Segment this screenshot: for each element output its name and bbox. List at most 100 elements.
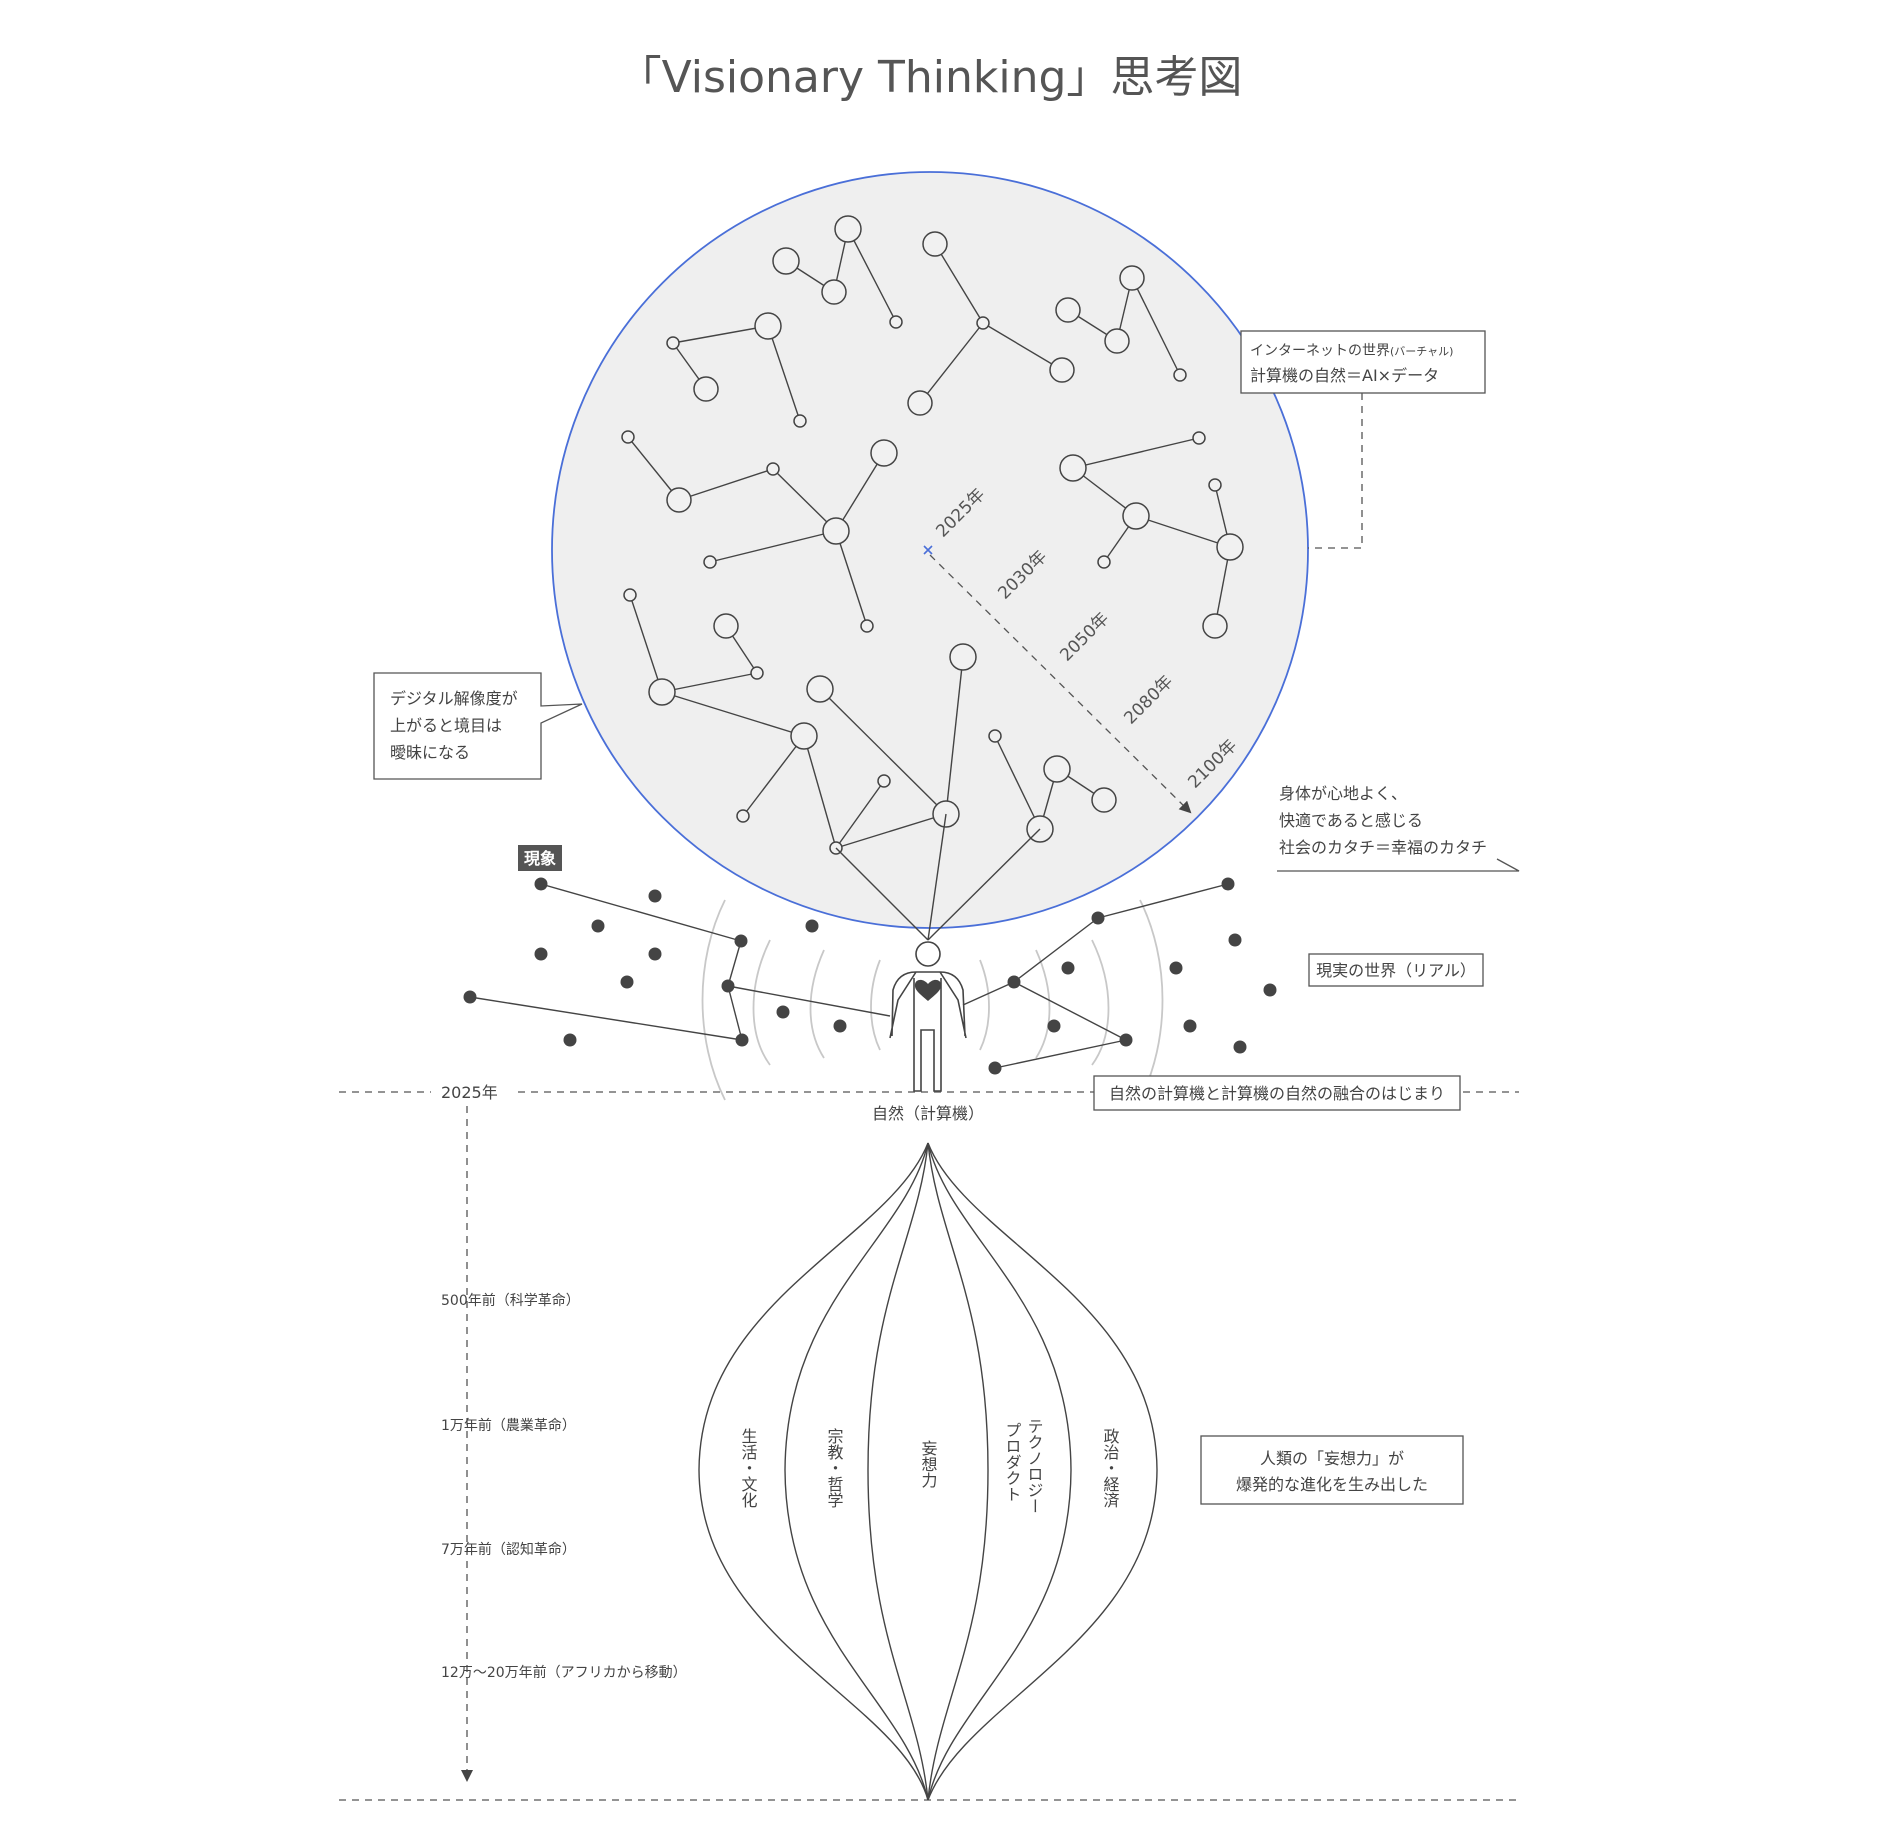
svg-text:上がると境目は: 上がると境目は bbox=[390, 716, 502, 735]
network-edge bbox=[945, 656, 964, 815]
real-world-edge bbox=[727, 940, 742, 987]
network-root-edge bbox=[927, 828, 1041, 941]
svg-text:人類の「妄想力」が: 人類の「妄想力」が bbox=[1260, 1449, 1404, 1468]
network-node bbox=[1043, 755, 1071, 783]
virtual-world-circle bbox=[551, 171, 1309, 929]
network-edge bbox=[1135, 515, 1231, 548]
history-axis: 500年前（科学革命） 1万年前（農業革命） 7万年前（認知革命） 12万〜20… bbox=[339, 1106, 1519, 1801]
svg-text:現実の世界（リアル）: 現実の世界（リアル） bbox=[1316, 961, 1476, 980]
phenomenon-dot bbox=[591, 919, 605, 933]
phenomenon-dot bbox=[1007, 975, 1021, 989]
phenomenon-dot bbox=[534, 947, 548, 961]
network-node bbox=[1055, 297, 1081, 323]
phenomenon-dot bbox=[1169, 961, 1183, 975]
network-node bbox=[790, 722, 818, 750]
network-edge bbox=[1072, 437, 1200, 469]
network-node bbox=[907, 390, 933, 416]
network-edge bbox=[919, 322, 984, 404]
network-edge bbox=[772, 468, 837, 532]
network-edge bbox=[835, 452, 885, 532]
svg-text:計算機の自然＝AI×データ: 計算機の自然＝AI×データ bbox=[1250, 366, 1439, 385]
network-node bbox=[766, 462, 780, 476]
network-node bbox=[793, 414, 807, 428]
network-node bbox=[621, 430, 635, 444]
network-edge bbox=[835, 813, 947, 849]
real-world-edge bbox=[469, 996, 743, 1041]
network-node bbox=[1119, 265, 1145, 291]
network-edge bbox=[847, 228, 897, 323]
network-node bbox=[713, 613, 739, 639]
network-node bbox=[860, 619, 874, 633]
network-node bbox=[1122, 502, 1150, 530]
network-node bbox=[1173, 368, 1187, 382]
network-node bbox=[821, 279, 847, 305]
imagination-box: 人類の「妄想力」が 爆発的な進化を生み出した bbox=[1200, 1435, 1464, 1505]
nature-label: 自然（計算機） bbox=[872, 1104, 984, 1123]
svg-text:社会のカタチ＝幸福のカタチ: 社会のカタチ＝幸福のカタチ bbox=[1279, 838, 1487, 857]
svg-text:1万年前（農業革命）: 1万年前（農業革命） bbox=[441, 1417, 576, 1434]
page-title: 「Visionary Thinking」思考図 bbox=[618, 52, 1243, 103]
phenomenon-dot bbox=[534, 877, 548, 891]
digital-resolution-box: デジタル解像度が 上がると境目は 曖昧になる bbox=[373, 672, 583, 780]
svg-text:曖昧になる: 曖昧になる bbox=[390, 743, 470, 762]
network-node bbox=[922, 231, 948, 257]
network-root-edge bbox=[927, 813, 947, 941]
network-node bbox=[1049, 357, 1075, 383]
real-world-edge bbox=[1097, 883, 1229, 919]
phenomenon-dot bbox=[776, 1005, 790, 1019]
network-root-edge bbox=[835, 847, 929, 941]
network-node bbox=[623, 588, 637, 602]
network-node bbox=[666, 487, 692, 513]
network-node bbox=[822, 517, 850, 545]
network-edge bbox=[835, 780, 885, 849]
signal-wave bbox=[1091, 939, 1110, 1066]
network-node bbox=[772, 247, 800, 275]
network-edge bbox=[934, 243, 984, 324]
network-node bbox=[703, 555, 717, 569]
signal-wave bbox=[1035, 949, 1051, 1059]
real-world-edge bbox=[962, 981, 1015, 1006]
network-node bbox=[889, 315, 903, 329]
svg-text:快適であると感じる: 快適であると感じる bbox=[1279, 811, 1423, 830]
network-edge bbox=[767, 325, 801, 422]
network-node bbox=[806, 675, 834, 703]
phenomenon-dot bbox=[721, 979, 735, 993]
signal-wave bbox=[979, 959, 990, 1051]
network-node bbox=[1091, 787, 1117, 813]
network-node bbox=[1216, 533, 1244, 561]
imagination-petals bbox=[698, 1142, 1158, 1801]
network-node bbox=[1059, 454, 1087, 482]
network-node bbox=[1104, 328, 1130, 354]
phenomenon-dot bbox=[463, 990, 477, 1004]
signal-wave bbox=[870, 959, 881, 1051]
phenomenon-dot bbox=[1061, 961, 1075, 975]
phenomenon-dot bbox=[988, 1061, 1002, 1075]
present-line: 2025年 bbox=[339, 1083, 1519, 1102]
heart-icon bbox=[914, 979, 942, 1001]
phenomenon-dot bbox=[1233, 1040, 1247, 1054]
network-edge bbox=[982, 322, 1063, 371]
network-edge bbox=[742, 735, 805, 817]
phenomenon-dot bbox=[1263, 983, 1277, 997]
human-figure bbox=[889, 941, 967, 1092]
real-world-edge bbox=[1013, 917, 1099, 983]
network-edge bbox=[819, 688, 947, 815]
phenomenon-dot bbox=[648, 947, 662, 961]
real-world-edge bbox=[540, 883, 742, 942]
network-edge bbox=[627, 436, 680, 501]
network-edge bbox=[661, 691, 805, 737]
svg-text:自然の計算機と計算機の自然の融合のはじまり: 自然の計算機と計算機の自然の融合のはじまり bbox=[1109, 1084, 1445, 1103]
real-world-edge bbox=[994, 1039, 1127, 1069]
virtual-world-box: インターネットの世界(バーチャル) 計算機の自然＝AI×データ bbox=[1240, 330, 1486, 549]
happiness-note: 身体が心地よく、 快適であると感じる 社会のカタチ＝幸福のカタチ bbox=[1277, 784, 1520, 872]
network-node bbox=[736, 809, 750, 823]
network-edge bbox=[629, 594, 663, 693]
phenomenon-dot bbox=[805, 919, 819, 933]
signal-wave bbox=[809, 949, 825, 1059]
network-node bbox=[976, 316, 990, 330]
phenomenon-dot bbox=[1119, 1033, 1133, 1047]
network-node bbox=[750, 666, 764, 680]
petal-label-religion: 宗教・哲学 bbox=[825, 1428, 844, 1508]
phenomenon-dot bbox=[1047, 1019, 1061, 1033]
real-world-edge bbox=[1013, 981, 1127, 1041]
